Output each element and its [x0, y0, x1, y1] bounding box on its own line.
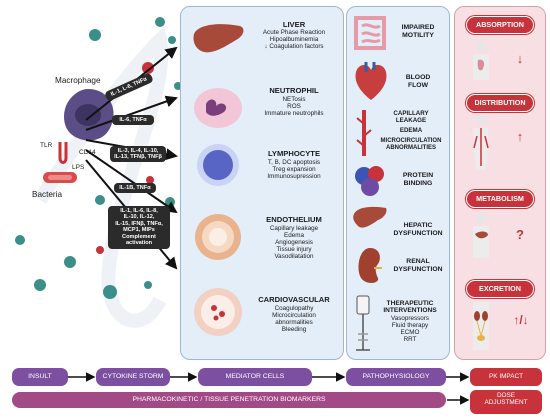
stomach-body-icon: [473, 41, 489, 80]
liver-line-3: ↓ Coagulation factors: [264, 43, 324, 50]
vessel-icon: [194, 288, 242, 336]
cytokine-pill-3: IL-3, IL-4, IL-10, IL-13, TFNβ, TNFβ: [110, 146, 166, 163]
hepatic-dysfunction-line-1: HEPATIC: [403, 222, 433, 229]
iv-drip-icon: [356, 295, 370, 351]
dose-adjustment-line-1: DOSE: [496, 392, 516, 399]
therapeutic-subline-3: ECMO: [400, 329, 420, 336]
liver-line-1: Acute Phase Reaction: [262, 29, 326, 36]
cytokine-arrows: [85, 46, 178, 270]
neutrophil-line-1: NETosis: [282, 96, 306, 103]
neutrophil-line-2: ROS: [287, 103, 301, 110]
circulation-body-icon: [473, 115, 489, 170]
lymphocyte-line-2: Treg expansion: [272, 166, 316, 173]
macrophage-label: Macrophage: [55, 76, 101, 85]
capillary-line-4: MICROCIRCULATION: [380, 138, 442, 144]
distribution-effect: ↑: [516, 129, 524, 144]
neutrophil-icon: [194, 88, 242, 128]
cytokine-pill-5: IL-1, IL-6, IL-8, IL-10, IL-12, IL-15, I…: [108, 206, 170, 249]
cd14-label: CD14: [79, 149, 96, 156]
flow-cytokine-storm: CYTOKINE STORM: [96, 368, 170, 386]
protein-binding-line-2: BINDING: [403, 180, 433, 187]
endothelium-title: ENDOTHELIUM: [266, 215, 322, 224]
excretion-effect: ↑/↓: [513, 313, 529, 327]
protein-binding-line-1: PROTEIN: [402, 172, 434, 179]
pk-panel: [454, 6, 546, 360]
kidney-body-icon: [473, 302, 489, 350]
endothelium-line-3: Angiogenesis: [275, 239, 313, 246]
pk-impact-box: PK IMPACT: [470, 368, 542, 386]
distribution-pill: DISTRIBUTION: [466, 94, 534, 112]
capillary-line-2: LEAKAGE: [395, 117, 427, 124]
metabolism-pill: METABOLISM: [466, 190, 534, 208]
intestine-icon: [354, 16, 386, 50]
cardiovascular-line-1: Coagulopathy: [274, 305, 314, 312]
impaired-motility-line-2: MOTILITY: [402, 32, 434, 39]
endothelium-line-5: Vasodilatation: [274, 253, 314, 260]
flow-pathophysiology: PATHOPHYSIOLOGY: [346, 368, 446, 386]
cardiovascular-line-3: abnormalities: [275, 319, 313, 326]
protein-icon: [355, 166, 384, 196]
tlr-label: TLR: [40, 142, 53, 149]
endothelium-line-4: Tissue injury: [276, 246, 312, 253]
macrophage-icon: [64, 89, 114, 141]
cardiovascular-line-4: Bleeding: [281, 326, 307, 333]
capillary-icon: [356, 110, 372, 156]
lymphocyte-icon: [197, 144, 239, 186]
impaired-motility-line-1: IMPAIRED: [401, 24, 435, 31]
liver-icon: [353, 206, 387, 228]
lps-label: LPS: [72, 164, 85, 171]
neutrophil-title: NEUTROPHIL: [269, 86, 319, 95]
therapeutic-subline-4: RRT: [403, 336, 417, 343]
endothelium-line-1: Capillary leakage: [269, 225, 319, 232]
lymphocyte-title: LYMPHOCYTE: [267, 149, 321, 158]
endothelium-icon: [195, 214, 241, 260]
hepatic-dysfunction-line-2: DYSFUNCTION: [393, 230, 443, 237]
blood-flow-line-1: BLOOD: [405, 74, 431, 81]
excretion-pill: EXCRETION: [466, 280, 534, 298]
renal-dysfunction-line-1: RENAL: [406, 258, 430, 265]
liver-line-2: Hipoalbuminemia: [269, 36, 319, 43]
liver-body-icon: [473, 213, 489, 258]
therapeutic-line-2: INTERVENTIONS: [383, 307, 437, 314]
liver-title: LIVER: [282, 20, 306, 29]
absorption-effect: ↓: [516, 51, 524, 66]
endothelium-line-2: Edema: [284, 232, 304, 239]
dose-adjustment-line-2: ADJUSTMENT: [484, 399, 528, 407]
dose-adjustment-box: DOSE ADJUSTMENT: [470, 390, 542, 414]
therapeutic-subline-1: Vasopressors: [390, 315, 430, 322]
cardiovascular-title: CARDIOVASCULAR: [258, 295, 330, 304]
lymphocyte-line-1: T, B, DC apoptosis: [267, 159, 321, 166]
liver-icon: [193, 24, 244, 53]
flow-insult: INSULT: [12, 368, 68, 386]
kidney-icon: [358, 248, 382, 283]
bacteria-label: Bacteria: [32, 190, 63, 199]
cytokine-pill-2: IL-6, TNFα: [112, 115, 154, 126]
bacteria-icon: [43, 172, 77, 183]
flow-arrows: [68, 372, 470, 405]
flow-mediator-cells: MEDIATOR CELLS: [198, 368, 312, 386]
therapeutic-subline-2: Fluid therapy: [391, 322, 429, 329]
capillary-line-3: EDEMA: [399, 127, 423, 134]
cytokine-particles: [15, 17, 182, 299]
blood-flow-line-2: FLOW: [407, 82, 428, 89]
heart-icon: [355, 62, 387, 100]
metabolism-effect: ?: [516, 227, 524, 242]
capillary-line-1: CAPILLARY: [393, 110, 429, 117]
lymphocyte-line-3: Immunosupression: [267, 173, 321, 180]
biomarkers-bar: PHARMACOKINETIC / TISSUE PENETRATION BIO…: [12, 392, 446, 408]
absorption-pill: ABSORPTION: [466, 16, 534, 34]
cytokine-pill-4: IL-1B, TNFα: [114, 183, 156, 194]
neutrophil-line-3: Immature neutrophils: [264, 110, 324, 117]
cardiovascular-line-2: Microcirculation: [272, 312, 316, 319]
renal-dysfunction-line-2: DYSFUNCTION: [393, 266, 443, 273]
capillary-line-5: ABNORMALITIES: [386, 145, 436, 151]
therapeutic-line-1: THERAPEUTIC: [386, 300, 434, 307]
receptor-icon: [58, 142, 68, 164]
